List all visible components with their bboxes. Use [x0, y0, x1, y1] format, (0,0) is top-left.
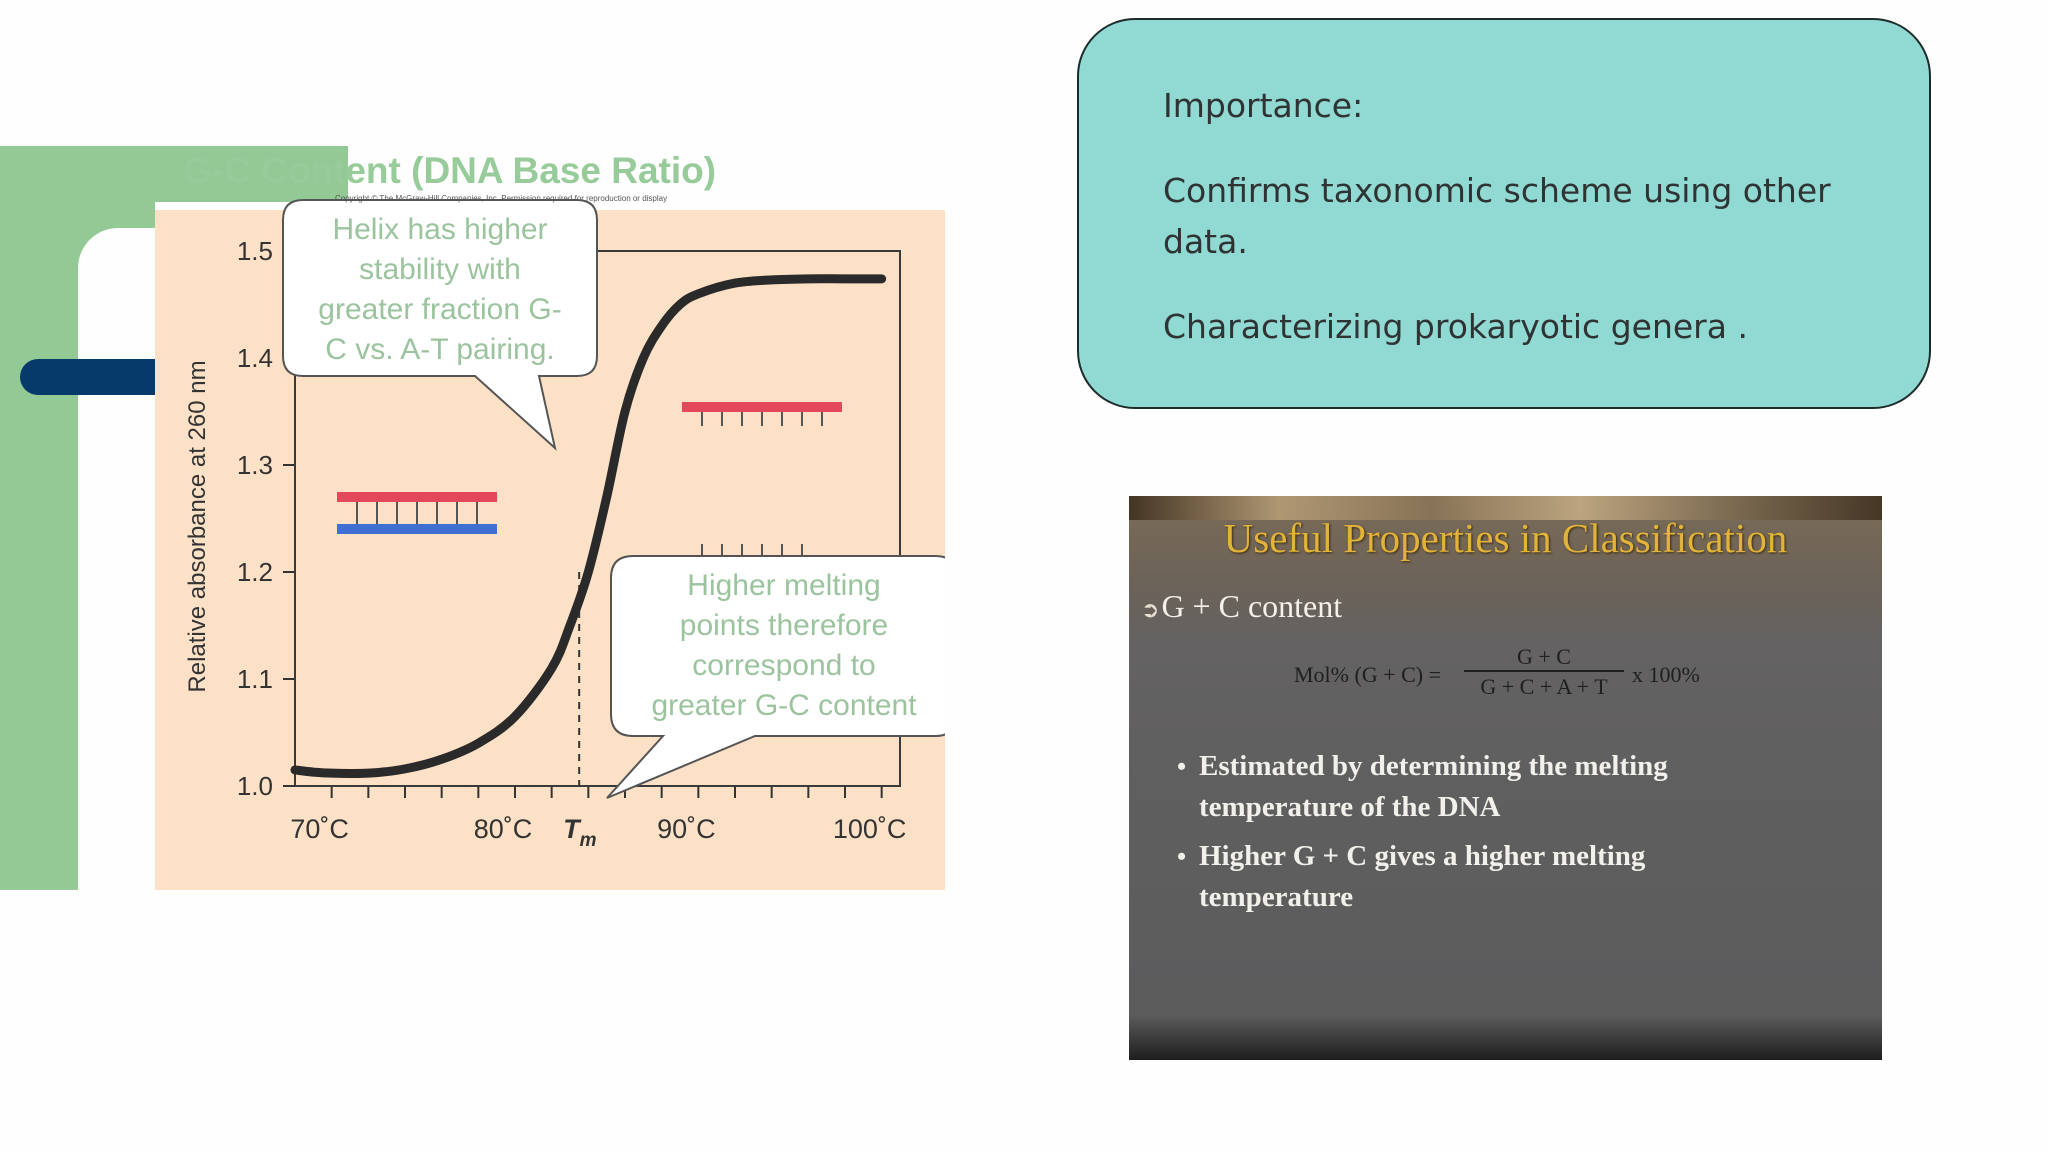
melting-curve-line — [290, 274, 887, 779]
slide-main-bullet: ➲G + C content — [1141, 588, 1342, 625]
chart-title: G-C Content (DNA Base Ratio) — [183, 150, 717, 191]
callout-top-line: stability with — [359, 253, 521, 286]
slide-bullet-higher-gc: Higher G + C gives a higher melting temp… — [1177, 836, 1668, 918]
callout-top-line: Helix has higher — [332, 213, 548, 246]
y-tick-label: 1.4 — [237, 343, 273, 373]
callout-bottom-text: Higher melting points therefore correspo… — [611, 566, 957, 726]
gc-content-label: G + C content — [1161, 588, 1343, 624]
tm-label-main: T — [563, 814, 582, 844]
single-strand-red-icon — [682, 402, 842, 426]
tm-label-subscript: m — [580, 830, 597, 851]
slide-decorative-strip — [1129, 496, 1882, 520]
classification-slide-image: Useful Properties in Classification ➲G +… — [1129, 496, 1882, 1060]
formula-fraction: G + C G + C + A + T — [1464, 644, 1624, 700]
y-axis: 1.0 1.1 1.2 1.3 1.4 1.5 — [237, 236, 295, 801]
melting-curve-chart: 1.0 1.1 1.2 1.3 1.4 1.5 70˚C 80˚C 90˚C 100˚C Rel… — [155, 199, 945, 890]
bullet-line: temperature of the DNA — [1199, 791, 1501, 823]
bullet-line: Estimated by determining the melting — [1199, 750, 1668, 782]
importance-point-taxonomic: Confirms taxonomic scheme using other da… — [1163, 171, 1831, 261]
y-tick-label: 1.1 — [237, 664, 273, 694]
arrow-bullet-icon: ➲ — [1141, 597, 1160, 622]
x-axis: 70˚C 80˚C 90˚C 100˚C — [290, 786, 906, 844]
callout-top-line: greater fraction G- — [318, 293, 562, 326]
tm-axis-label: Tm — [563, 814, 597, 851]
bullet-line: Higher G + C gives a higher melting — [1199, 840, 1646, 872]
copyright-note: Copyright © The McGraw-Hill Companies, I… — [335, 194, 668, 203]
slide-title: Useful Properties in Classification — [1223, 515, 1788, 561]
decorative-navy-bar — [20, 359, 170, 395]
slide-bullet-melting-temp: Estimated by determining the melting tem… — [1177, 746, 1668, 828]
formula-numerator: G + C — [1517, 644, 1571, 669]
y-tick-label: 1.0 — [237, 771, 273, 801]
callout-bottom-line: correspond to — [692, 649, 876, 682]
formula-rhs: x 100% — [1632, 662, 1700, 687]
bullet-line: temperature — [1199, 881, 1354, 913]
x-tick-label: 80˚C — [474, 814, 533, 844]
callout-bottom-line: Higher melting — [687, 569, 881, 602]
callout-bubble-top — [282, 199, 598, 451]
y-tick-label: 1.2 — [237, 557, 273, 587]
x-tick-label: 100˚C — [833, 814, 907, 844]
importance-heading: Importance: — [1163, 86, 1364, 125]
callout-top-line: C vs. A-T pairing. — [325, 333, 555, 366]
callout-bubble-bottom — [606, 555, 945, 799]
formula-lhs: Mol% (G + C) = — [1294, 662, 1442, 687]
y-tick-label: 1.5 — [237, 236, 273, 266]
callout-top-text: Helix has higher stability with greater … — [283, 210, 597, 370]
x-tick-label: 90˚C — [657, 814, 716, 844]
y-tick-label: 1.3 — [237, 450, 273, 480]
importance-text-box: Importance: Confirms taxonomic scheme us… — [1077, 18, 1931, 409]
x-tick-label: 70˚C — [290, 814, 349, 844]
importance-point-genera: Characterizing prokaryotic genera . — [1163, 307, 1748, 346]
y-axis-label: Relative absorbance at 260 nm — [184, 360, 211, 692]
callout-bottom-line: points therefore — [679, 609, 889, 642]
double-strand-dna-icon — [337, 492, 497, 534]
formula-denominator: G + C + A + T — [1464, 670, 1624, 700]
slide-bullet-list: Estimated by determining the melting tem… — [1177, 746, 1668, 926]
gc-content-chart-image: 1.0 1.1 1.2 1.3 1.4 1.5 70˚C 80˚C 90˚C 100˚C Rel… — [155, 148, 945, 890]
callout-bottom-line: greater G-C content — [651, 689, 917, 722]
decorative-green-cap — [172, 146, 348, 196]
